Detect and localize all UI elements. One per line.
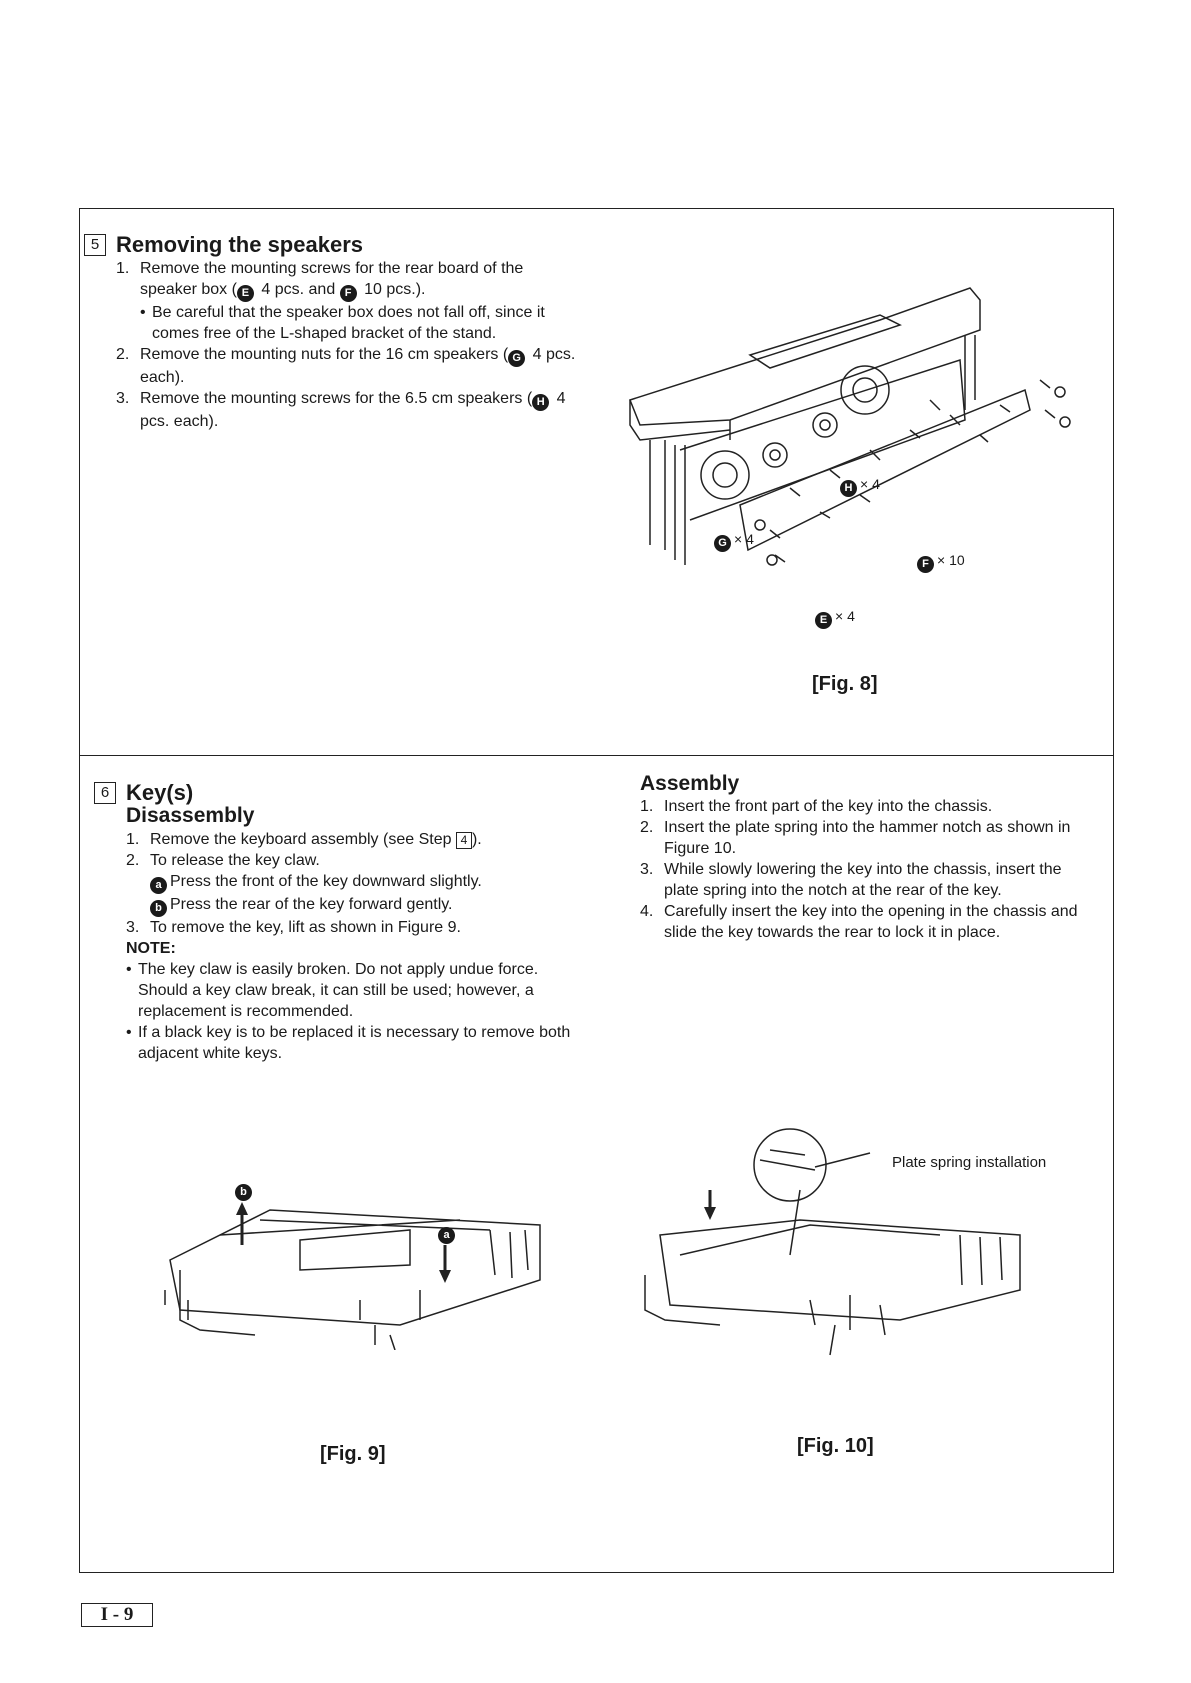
step5-number: 5	[84, 234, 106, 256]
up-arrow-icon	[236, 1202, 248, 1215]
speaker-removal-illustration	[629, 287, 1071, 566]
step5-item-2: 2. Remove the mounting nuts for the 16 c…	[116, 346, 576, 386]
callout-e-count: E× 4	[815, 608, 855, 629]
page-number: I - 9	[81, 1603, 153, 1627]
dis-item-3: 3.To remove the key, lift as shown in Fi…	[126, 919, 461, 936]
key-assembly-illustration	[644, 1128, 1021, 1356]
callout-g-count: G× 4	[714, 531, 754, 552]
fig9-marker-b: b	[235, 1184, 252, 1201]
step6-number: 6	[94, 782, 116, 804]
step5-item-3: 3. Remove the mounting screws for the 6.…	[116, 390, 566, 430]
marker-h: H	[532, 394, 550, 411]
note-2: •If a black key is to be replaced it is …	[126, 1024, 571, 1062]
asm-item-1: 1.Insert the front part of the key into …	[640, 798, 993, 815]
callout-f-count: F× 10	[917, 552, 965, 573]
step5-heading: 5 Removing the speakers	[84, 232, 363, 258]
dis-item-2: 2.To release the key claw.	[126, 852, 320, 869]
fig10-caption: [Fig. 10]	[797, 1435, 874, 1457]
step5-title: Removing the speakers	[116, 232, 363, 257]
marker-e: E	[236, 285, 254, 302]
asm-item-3: 3.While slowly lowering the key into the…	[640, 861, 1062, 899]
step-ref-box: 4	[455, 832, 472, 849]
note-label: NOTE:	[126, 940, 176, 957]
fig9-marker-a: a	[438, 1227, 455, 1244]
step5-item-1: 1. Remove the mounting screws for the re…	[116, 258, 576, 302]
step5-bullet: •Be careful that the speaker box does no…	[140, 304, 545, 342]
asm-item-4: 4.Carefully insert the key into the open…	[640, 903, 1078, 941]
step6-heading: 6 Key(s)	[94, 780, 193, 806]
marker-b: b	[150, 900, 167, 917]
down-arrow-icon	[439, 1270, 451, 1283]
page-frame	[79, 208, 1114, 1573]
marker-f: F	[339, 285, 357, 302]
section-divider	[79, 755, 1114, 756]
fig10-plate-spring-label: Plate spring installation	[892, 1154, 1047, 1171]
dis-item-1: 1. Remove the keyboard assembly (see Ste…	[126, 831, 482, 849]
fig9-caption: [Fig. 9]	[320, 1443, 386, 1465]
marker-g: G	[508, 350, 526, 367]
asm-item-2: 2.Insert the plate spring into the hamme…	[640, 819, 1071, 857]
step6-title: Key(s)	[126, 780, 194, 805]
fig8-caption: [Fig. 8]	[812, 673, 878, 695]
assembly-title: Assembly	[640, 772, 740, 795]
marker-a: a	[150, 877, 167, 894]
assembly-instructions: 1.Insert the front part of the key into …	[640, 796, 1095, 943]
disassembly-instructions: 1. Remove the keyboard assembly (see Ste…	[126, 829, 586, 1064]
disassembly-title: Disassembly	[126, 804, 255, 827]
key-removal-illustration	[164, 1202, 541, 1350]
note-1: •The key claw is easily broken. Do not a…	[126, 961, 539, 1020]
step5-instructions: 1. Remove the mounting screws for the re…	[116, 258, 576, 432]
down-arrow-icon	[704, 1207, 716, 1220]
callout-h-count: H× 4	[840, 476, 880, 497]
